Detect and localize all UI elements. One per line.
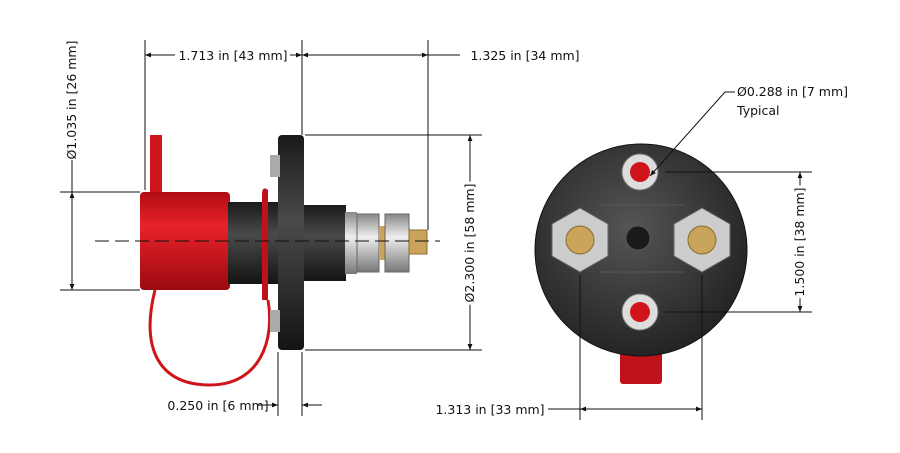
dim-hole-spacing-horizontal: 1.313 in [33 mm] [435,402,544,417]
hex-nut-2 [384,213,410,273]
terminal-top [621,153,659,191]
terminal-left [551,207,609,273]
washer [345,212,357,274]
dim-flange-thickness: 0.250 in [6 mm] [167,398,268,413]
side-view [95,135,440,387]
dim-stud-length: 1.325 in [34 mm] [470,48,579,63]
switch-body [228,202,280,284]
dim-hole-spacing-vertical: 1.500 in [38 mm] [792,187,807,296]
dim-side-length: 1.713 in [43 mm] [178,48,287,63]
cap-tab [150,135,162,195]
terminal-bottom [621,293,659,331]
cap-strap [148,289,272,387]
dim-hole-note: Typical [736,103,780,118]
hex-nut-1 [356,213,380,273]
dim-cap-diameter: Ø1.035 in [26 mm] [64,41,79,160]
cap-loop [262,188,268,300]
stud [408,229,428,255]
rear-nut [304,205,346,281]
terminal-right [673,207,731,273]
front-view [534,143,748,384]
dim-flange-diameter: Ø2.300 in [58 mm] [462,184,477,303]
brass-sleeve [379,226,385,260]
dimension-lines [60,40,812,420]
dim-hole-diameter: Ø0.288 in [7 mm] [737,84,848,99]
mounting-flange [278,135,304,350]
center-knob [625,225,651,251]
